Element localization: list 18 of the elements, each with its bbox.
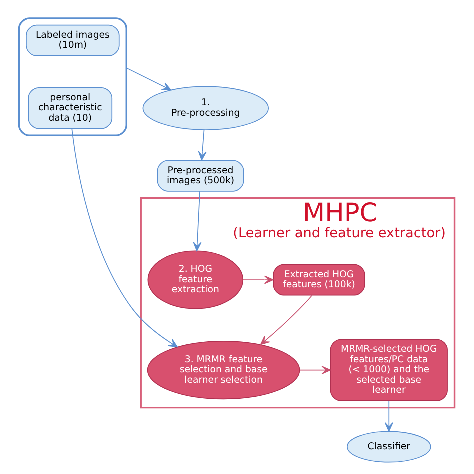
node-ellipse: 1. Pre-processing (142, 86, 270, 130)
arrow (243, 276, 274, 284)
node-ellipse: 2. HOG feature extraction (148, 250, 244, 310)
arrow (72, 128, 178, 348)
arrow (384, 400, 394, 432)
node-box: personal characteristic data (10) (28, 87, 113, 130)
arrow (260, 295, 313, 346)
node-ellipse: Classifier (347, 431, 432, 463)
cluster (18, 18, 128, 136)
arrow (300, 366, 332, 375)
arrow (198, 130, 207, 161)
arrow (126, 68, 172, 91)
node-box: Extracted HOG features (100k) (273, 264, 366, 296)
node-box: Labeled images (10m) (26, 24, 120, 56)
arrow (193, 191, 202, 252)
node-box: Pre-processed images (500k) (157, 160, 244, 192)
node-box: MRMR-selected HOG features/PC data (< 1000) and the selected base learner (330, 339, 448, 402)
node-ellipse: 3. MRMR feature selection and base learner selection (147, 341, 300, 400)
